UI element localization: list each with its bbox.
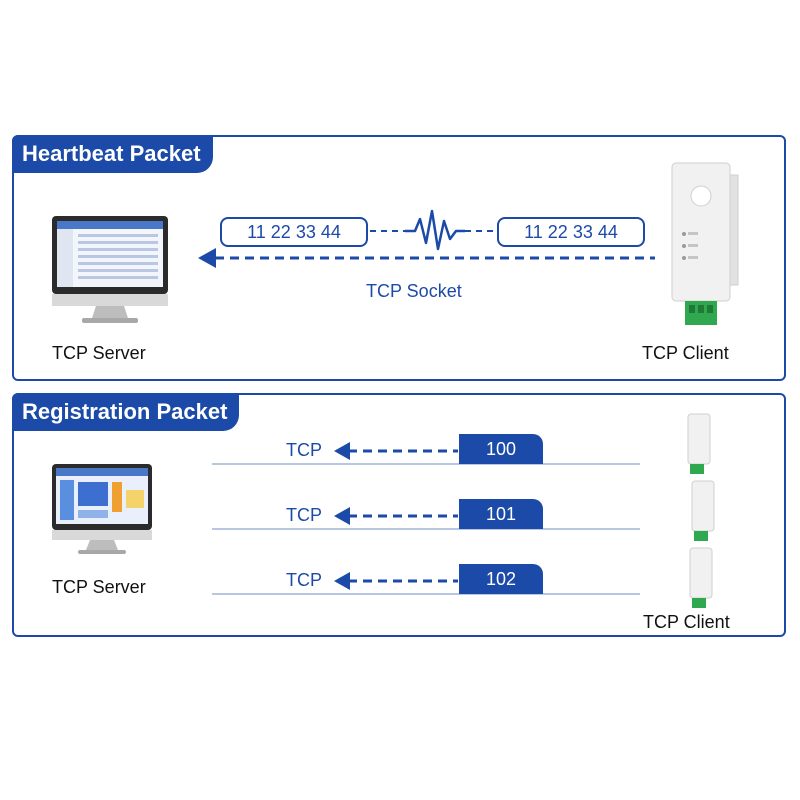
registration-id-tab: 102: [459, 564, 543, 594]
registration-server-label: TCP Server: [52, 577, 146, 597]
arrow-left-icon: [198, 248, 216, 268]
arrow-left-icon: [334, 507, 350, 525]
heartbeat-bytes-right: 11 22 33 44: [497, 217, 645, 247]
heartbeat-client-label: TCP Client: [642, 343, 729, 363]
registration-id-tab: 101: [459, 499, 543, 529]
arrow-left-icon: [334, 572, 350, 590]
registration-client-label: TCP Client: [643, 612, 730, 632]
server-monitor-icon: [52, 216, 168, 323]
heartbeat-bytes-left: 11 22 33 44: [220, 217, 368, 247]
heartbeat-title: Heartbeat Packet: [12, 135, 213, 173]
signal-wave-icon: [405, 209, 465, 251]
client-device-icon: [689, 547, 713, 608]
client-device-icon: [671, 162, 739, 325]
row-protocol-label: TCP: [286, 570, 322, 590]
client-device-icon: [687, 413, 711, 474]
row-protocol-label: TCP: [286, 505, 322, 525]
client-device-icon: [691, 480, 715, 541]
registration-row-graphic: [212, 442, 640, 465]
heartbeat-server-label: TCP Server: [52, 343, 146, 363]
tcp-socket-label: TCP Socket: [366, 281, 462, 301]
registration-row-graphic: [212, 572, 640, 595]
registration-id-tab: 100: [459, 434, 543, 464]
row-protocol-label: TCP: [286, 440, 322, 460]
arrow-left-icon: [334, 442, 350, 460]
registration-title: Registration Packet: [12, 393, 240, 431]
server-monitor-icon: [52, 464, 152, 554]
registration-row-graphic: [212, 507, 640, 530]
